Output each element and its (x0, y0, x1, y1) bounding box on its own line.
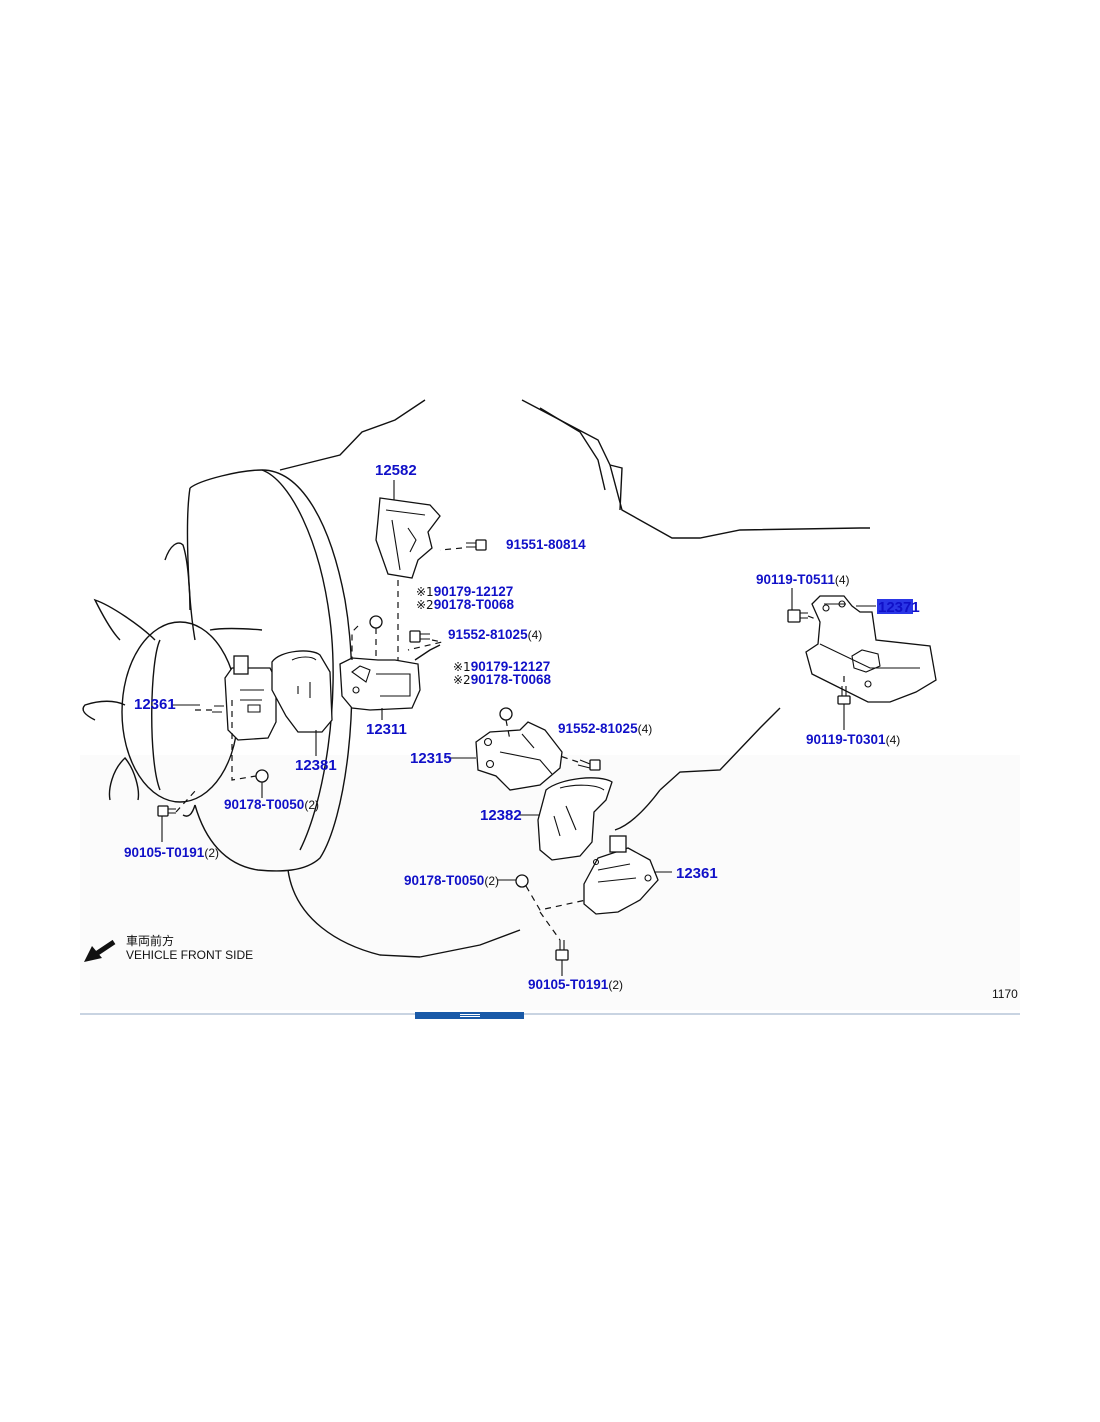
label-12381[interactable]: 12381 (295, 757, 337, 774)
toolbar-handle[interactable] (415, 1012, 524, 1019)
label-12361-right[interactable]: 12361 (676, 865, 718, 882)
bracket-12582 (375, 497, 441, 579)
engine-outline (279, 399, 870, 958)
label-12361-left[interactable]: 12361 (134, 696, 176, 713)
label-90119-t0301[interactable]: 90119-T0301(4) (806, 732, 900, 747)
bolt-91552-upper-icon (409, 630, 430, 643)
bracket-12311 (339, 657, 421, 711)
label-90179-upper[interactable]: ※190179-12127 (416, 584, 513, 599)
part-labels: 12582 91551-80814 ※190179-12127 ※290178-… (124, 462, 920, 992)
label-12371-highlight (877, 599, 913, 614)
label-12582[interactable]: 12582 (375, 462, 417, 479)
front-label-jp: 車両前方 (126, 933, 174, 948)
toolbar-handle-icon (460, 1014, 480, 1017)
right-engine-mount-12361 (583, 835, 659, 915)
cushion-12382 (537, 777, 613, 861)
label-90179-lower[interactable]: ※190179-12127 (453, 659, 550, 674)
label-12315[interactable]: 12315 (410, 750, 452, 767)
divider-line (80, 1013, 1020, 1015)
nut-90179-lower-icon (499, 707, 513, 721)
bolt-90105-left-icon (157, 805, 176, 817)
bolt-90119-lower-icon (837, 686, 851, 705)
label-90178-t0068-upper[interactable]: ※290178-T0068 (416, 597, 515, 612)
cushion-12381 (271, 650, 333, 733)
bottom-toolbar (80, 1012, 1020, 1019)
label-91552-lower[interactable]: 91552-81025(4) (558, 721, 652, 736)
label-90119-t0511[interactable]: 90119-T0511(4) (756, 572, 850, 587)
bolt-91551-icon (466, 539, 487, 551)
bracket-12315 (475, 721, 563, 791)
arrow-down-left-icon (84, 939, 116, 962)
label-12382[interactable]: 12382 (480, 807, 522, 824)
nut-90178-lower-icon (515, 874, 529, 888)
transmission-mount-12371 (805, 595, 937, 703)
nut-90179-upper-icon (369, 615, 383, 629)
label-91552-upper[interactable]: 91552-81025(4) (448, 627, 542, 642)
label-90178-t0068-lower[interactable]: ※290178-T0068 (453, 672, 552, 687)
vehicle-front-indicator: 車両前方 VEHICLE FRONT SIDE (84, 933, 253, 962)
label-90178-t0050-left[interactable]: 90178-T0050(2) (224, 797, 319, 812)
label-90105-left[interactable]: 90105-T0191(2) (124, 845, 219, 860)
leader-lines (161, 480, 876, 976)
label-90178-t0050-lower[interactable]: 90178-T0050(2) (404, 873, 499, 888)
left-engine-mount-12361 (212, 655, 277, 741)
nut-90178-left-icon (255, 769, 269, 783)
label-12311[interactable]: 12311 (366, 721, 407, 738)
bolt-91552-lower-icon (577, 759, 601, 771)
assembly-dashed-lines (175, 547, 845, 941)
bolt-90119-upper-icon (787, 609, 808, 623)
page-number: 1170 (992, 987, 1018, 1001)
label-12371[interactable]: 12371 (878, 599, 920, 616)
front-label-en: VEHICLE FRONT SIDE (126, 948, 253, 962)
label-90105-lower[interactable]: 90105-T0191(2) (528, 977, 623, 992)
label-91551[interactable]: 91551-80814 (506, 537, 586, 552)
